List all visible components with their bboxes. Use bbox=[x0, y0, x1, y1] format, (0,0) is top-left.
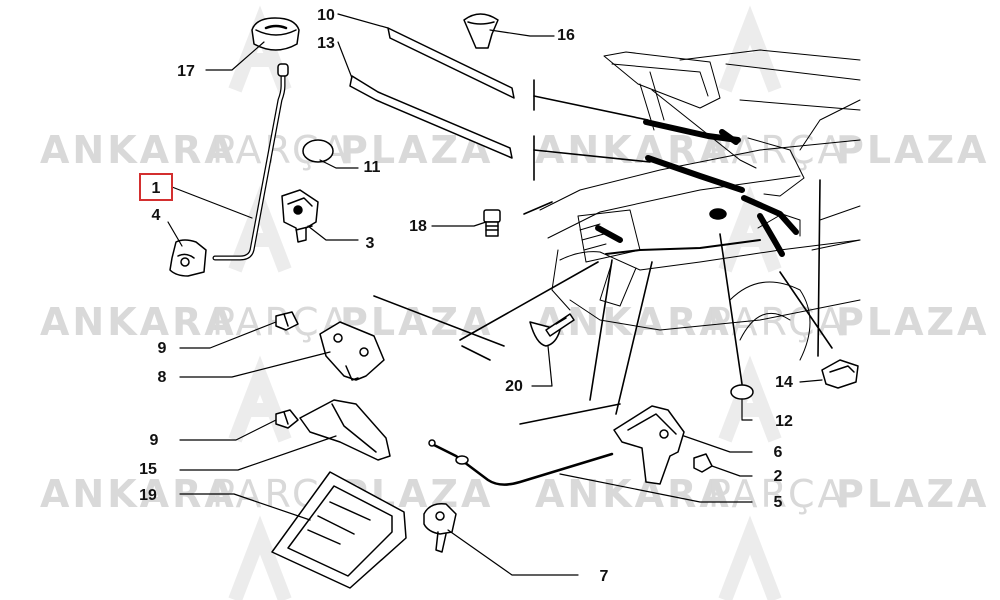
callout-leaders bbox=[167, 13, 823, 576]
leader-5 bbox=[559, 473, 753, 503]
callout-9-upper: 9 bbox=[158, 340, 167, 357]
leader-4 bbox=[167, 221, 183, 247]
callout-2: 2 bbox=[774, 468, 783, 485]
watermark-logo-icon bbox=[228, 355, 292, 443]
part-11-seal bbox=[302, 139, 334, 163]
callout-3: 3 bbox=[366, 235, 375, 252]
car-cap-highlight bbox=[709, 208, 727, 220]
part-17-cap bbox=[251, 17, 300, 51]
leader-12 bbox=[741, 399, 753, 421]
leader-18 bbox=[431, 221, 487, 227]
part-10-weatherstrip bbox=[387, 27, 515, 99]
callout-17: 17 bbox=[177, 63, 195, 80]
part-16-plug bbox=[463, 13, 499, 49]
callout-1-highlight-box bbox=[139, 173, 173, 201]
leader-20 bbox=[531, 345, 553, 387]
part-13-weatherstrip bbox=[349, 75, 513, 159]
leader-1 bbox=[171, 186, 253, 219]
part-18-bolt bbox=[483, 209, 501, 237]
car-seal-highlights bbox=[595, 119, 799, 257]
leader-9b bbox=[179, 419, 277, 441]
watermark-row-3-right: ANKARA PARÇA PLAZA bbox=[535, 472, 990, 516]
leader-3 bbox=[307, 225, 359, 241]
part-4-rod-clip bbox=[169, 239, 207, 277]
leader-17 bbox=[205, 41, 265, 71]
part-19-shield bbox=[271, 471, 407, 589]
leader-7 bbox=[447, 529, 579, 576]
callout-11: 11 bbox=[364, 159, 381, 176]
leader-13 bbox=[337, 41, 353, 79]
part-9-nut-upper bbox=[275, 311, 299, 331]
callout-8: 8 bbox=[158, 369, 167, 386]
part-15-latch-bracket bbox=[299, 399, 391, 461]
callout-4: 4 bbox=[152, 207, 161, 224]
watermark-logo-icon bbox=[718, 355, 782, 443]
part-7-cable-clip bbox=[423, 502, 457, 553]
callout-19: 19 bbox=[139, 487, 157, 504]
part-2-nut bbox=[693, 453, 713, 473]
watermark-row-2: ANKARA PARÇA PLAZA bbox=[40, 300, 494, 344]
leader-19 bbox=[179, 493, 311, 521]
part-9-nut-lower bbox=[275, 409, 299, 429]
part-12-cap bbox=[730, 384, 754, 400]
callout-14: 14 bbox=[775, 374, 793, 391]
part-3-rod-holder bbox=[281, 189, 319, 243]
callout-9-lower: 9 bbox=[150, 432, 159, 449]
watermark-logo-marks bbox=[228, 5, 782, 600]
leader-11 bbox=[319, 159, 359, 169]
part-14-clip bbox=[821, 359, 859, 389]
part-5-release-cable bbox=[428, 439, 614, 486]
part-20-push-pin bbox=[529, 313, 575, 347]
callout-13: 13 bbox=[317, 35, 335, 52]
callout-10: 10 bbox=[317, 7, 335, 24]
callout-15: 15 bbox=[139, 461, 157, 478]
part-1-support-rod bbox=[212, 63, 289, 261]
callout-16: 16 bbox=[557, 27, 575, 44]
part-6-release-lever bbox=[613, 405, 685, 485]
car-cable-run bbox=[605, 239, 761, 255]
watermark-logo-icon bbox=[718, 515, 782, 600]
callout-5: 5 bbox=[774, 494, 783, 511]
callout-6: 6 bbox=[774, 444, 783, 461]
leader-15 bbox=[179, 435, 337, 471]
leader-16 bbox=[489, 29, 555, 37]
callout-20: 20 bbox=[505, 378, 523, 395]
callout-1: 1 bbox=[152, 180, 161, 197]
leader-2 bbox=[711, 465, 753, 477]
leader-14 bbox=[799, 379, 823, 383]
callout-labels: 17 1 4 3 11 10 13 16 18 20 9 8 9 15 19 7… bbox=[139, 7, 793, 585]
car-leader-lines bbox=[373, 79, 833, 425]
callout-7: 7 bbox=[600, 568, 609, 585]
part-8-hood-latch bbox=[319, 321, 385, 381]
leader-8 bbox=[179, 351, 331, 378]
watermark-logo-icon bbox=[718, 5, 782, 93]
watermark-logo-icon bbox=[228, 515, 292, 600]
callout-12: 12 bbox=[775, 413, 793, 430]
car-drawing bbox=[539, 49, 861, 361]
leader-6 bbox=[683, 435, 753, 453]
callout-18: 18 bbox=[409, 218, 427, 235]
leader-9a bbox=[179, 321, 277, 349]
leader-10 bbox=[337, 13, 389, 29]
watermark-logo-icon bbox=[718, 185, 782, 273]
